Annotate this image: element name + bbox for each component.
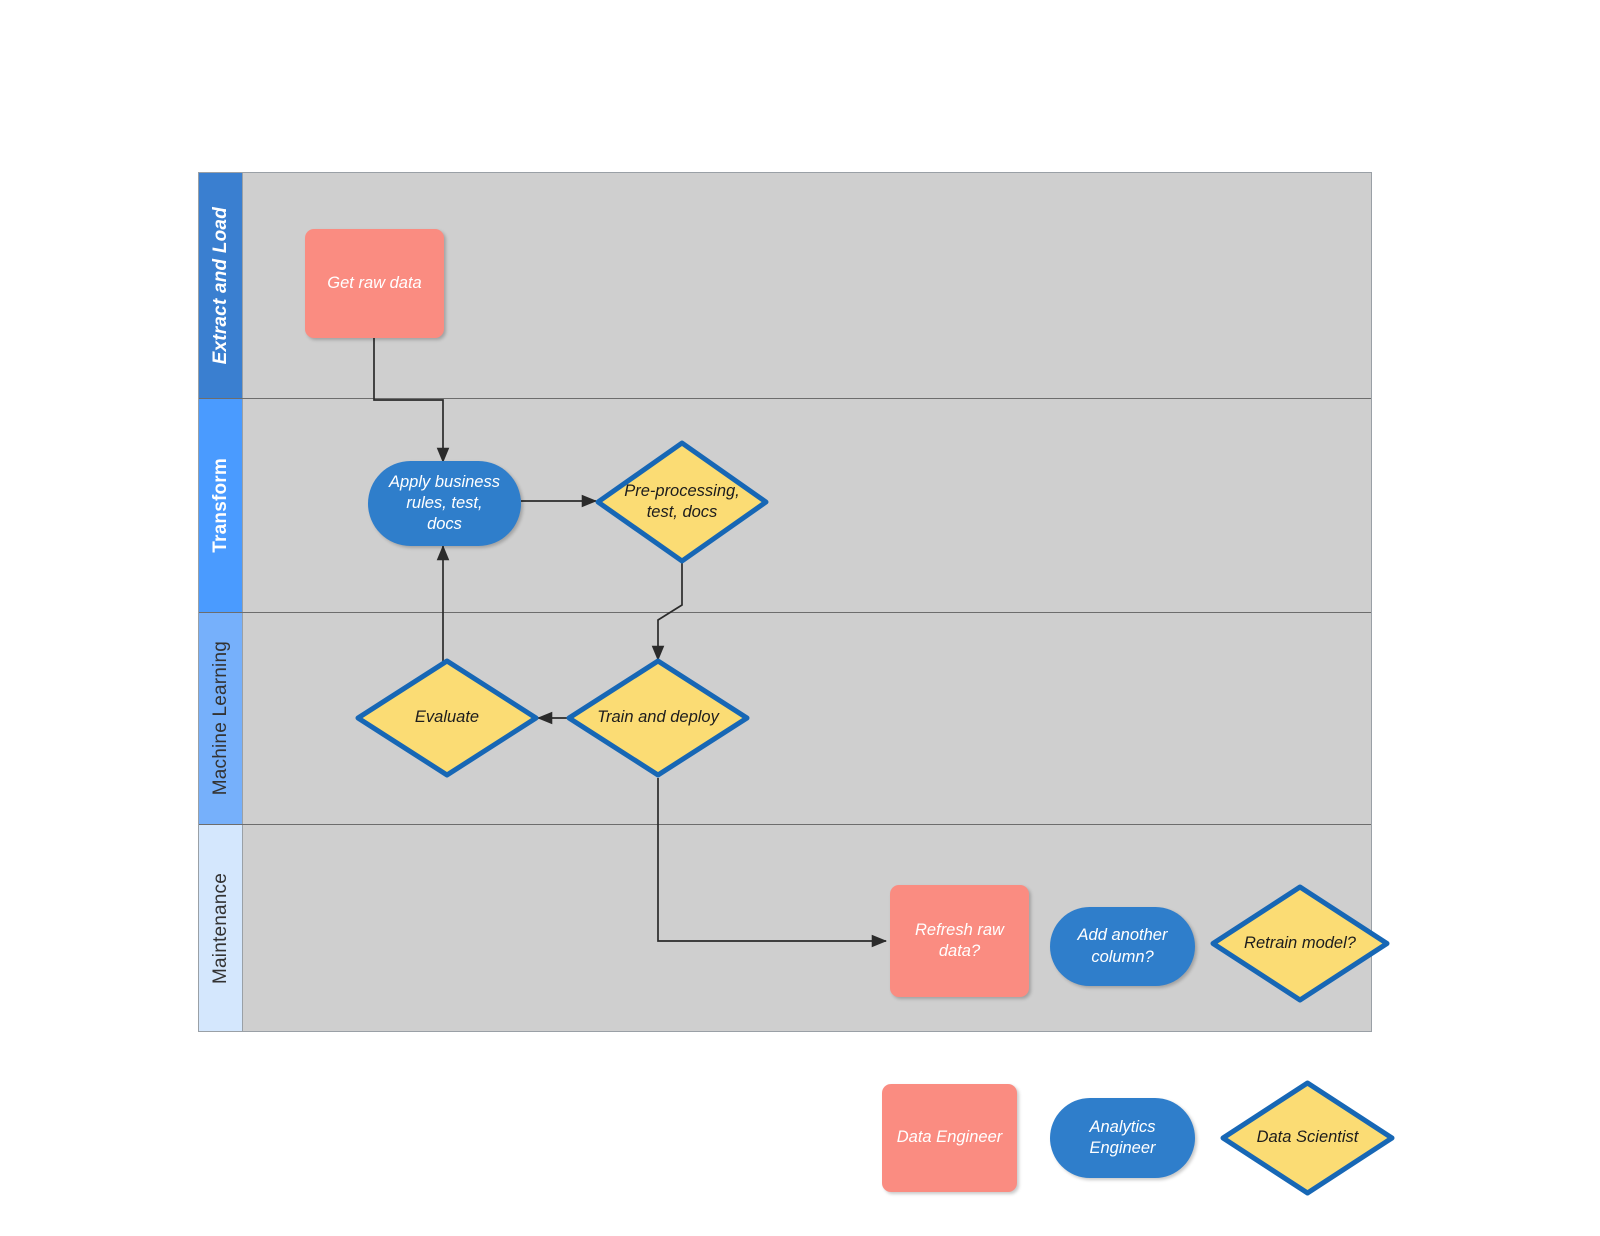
node-label-pre-processing: Pre-processing, test, docs: [624, 481, 740, 521]
legend-item-data-engineer[interactable]: Data Engineer: [882, 1084, 1017, 1192]
node-add-another-column[interactable]: Add another column?: [1050, 907, 1195, 986]
legend-item-data-scientist[interactable]: Data Scientist: [1220, 1080, 1395, 1196]
node-apply-rules[interactable]: Apply business rules, test, docs: [368, 461, 521, 546]
node-label-evaluate: Evaluate: [414, 708, 480, 727]
lane-maintenance: Maintenance: [199, 825, 1371, 1031]
node-label-get-raw-data: Get raw data: [327, 273, 422, 292]
node-label-train-and-deploy: Train and deploy: [597, 708, 719, 727]
lane-header-machine-learning: Machine Learning: [199, 613, 243, 824]
legend-label-data-scientist: Data Scientist: [1256, 1128, 1359, 1147]
legend-label-analytics-engineer: Analytics Engineer: [1089, 1117, 1156, 1157]
node-refresh-raw-data[interactable]: Refresh raw data?: [890, 885, 1029, 997]
diamond-shape: [1220, 1080, 1395, 1196]
lane-extract-and-load: Extract and Load: [199, 173, 1371, 399]
node-label-add-another-column: Add another column?: [1077, 926, 1168, 966]
diamond-shape: [595, 440, 769, 564]
legend-label-data-engineer: Data Engineer: [896, 1128, 1003, 1147]
node-get-raw-data[interactable]: Get raw data: [305, 229, 444, 338]
lane-transform: Transform: [199, 399, 1371, 613]
node-train-and-deploy[interactable]: Train and deploy: [566, 658, 750, 778]
lane-header-transform: Transform: [199, 399, 243, 612]
node-label-retrain-model: Retrain model?: [1244, 933, 1356, 952]
node-pre-processing[interactable]: Pre-processing, test, docs: [595, 440, 769, 564]
diamond-shape: [355, 658, 539, 778]
node-evaluate[interactable]: Evaluate: [355, 658, 539, 778]
lane-header-maintenance: Maintenance: [199, 825, 243, 1031]
node-retrain-model[interactable]: Retrain model?: [1210, 884, 1390, 1003]
diamond-shape: [1210, 884, 1390, 1003]
lane-header-extract-and-load: Extract and Load: [199, 173, 243, 398]
legend-item-analytics-engineer[interactable]: Analytics Engineer: [1050, 1098, 1195, 1178]
node-label-refresh-raw-data: Refresh raw data?: [915, 920, 1004, 960]
node-label-apply-rules: Apply business rules, test, docs: [389, 472, 500, 534]
diamond-shape: [566, 658, 750, 778]
